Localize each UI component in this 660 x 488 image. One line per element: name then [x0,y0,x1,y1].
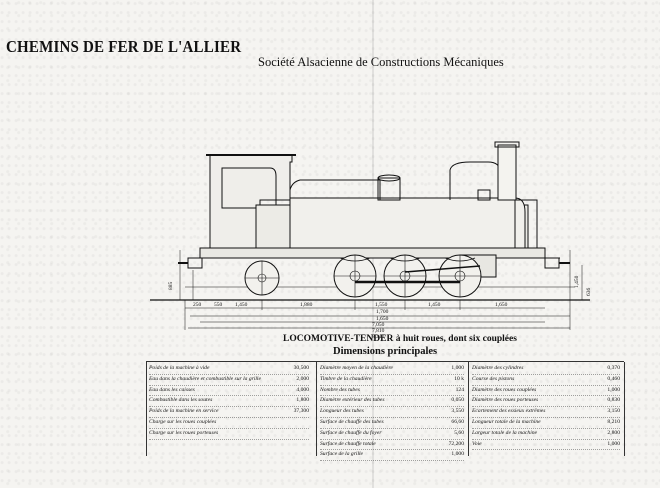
row-label: Surface de la grille [320,451,364,458]
table-row: Poids de la machine en service 37,300 [149,407,309,418]
row-value: 2,000 [296,375,309,382]
dim-label: 1,450 [235,302,248,308]
row-value: 3,150 [607,408,620,415]
dim-label: 1,450 [574,275,580,288]
table-row: Nombre des tubes 124 [320,386,464,397]
row-label: Course des pistons [472,375,515,382]
row-label: Longueur des tubes [320,408,364,415]
table-row: Charge sur les roues couplées [149,418,309,429]
row-label: Ecartement des essieux extrêmes [472,408,546,415]
table-row: Surface de chauffe des tubes 66,60 [320,418,464,429]
row-label: Surface de chauffe des tubes [320,418,384,425]
dimensions-table: Poids de la machine à vide 30,500 Eau dan… [146,361,625,462]
row-value: 10 k [454,375,464,382]
row-label: Poids de la machine à vide [149,365,210,371]
dim-label: 1,880 [300,302,313,308]
row-value: 1,000 [451,365,464,371]
table-row: Surface de chauffe totale 72,200 [320,440,464,451]
row-value: 3,550 [451,408,464,415]
row-value: 37,300 [293,408,309,415]
table-row: Timbre de la chaudière 10 k [320,375,464,386]
table-row: Diamètre des roues porteuses 0,830 [472,396,620,408]
row-value: 124 [455,386,464,393]
table-column-weights: Poids de la machine à vide 30,500 Eau dan… [149,364,309,440]
dim-label: 636 [586,288,592,297]
row-label: Poids de la machine en service [149,408,219,415]
row-value: 30,500 [293,365,309,371]
table-row: Surface de la grille 1,000 [320,450,464,462]
table-row: Voie 1,000 [472,440,620,451]
table-row: Surface de chauffe du foyer 5,60 [320,429,464,440]
table-row: Combustible dans les soutes 1,800 [149,396,309,408]
table-row: Largeur totale de la machine 2,800 [472,429,620,440]
row-value: 0,460 [607,375,620,382]
row-label: Timbre de la chaudière [320,375,372,382]
table-row: Diamètre extérieur des tubes 0,050 [320,396,464,408]
table-row: Diamètre moyen de la chaudière 1,000 [320,364,464,375]
row-label: Diamètre des cylindres [472,365,524,371]
dim-label: 250 [193,302,202,308]
table-column-running-gear: Diamètre des cylindres 0,370 Course des p… [472,364,620,451]
row-label: Longueur totale de la machine [472,418,541,425]
row-value: 72,200 [448,440,464,447]
dim-label: 7,810 [372,328,385,334]
row-value: 0,050 [451,397,464,404]
dim-label: 885 [168,282,174,291]
locomotive-elevation-drawing: 250 550 1,450 1,880 1,550 1,450 1,650 1,… [150,141,592,340]
dim-label: 7,050 [372,322,385,328]
row-value: 0,370 [607,365,620,371]
dim-label: 1,550 [375,302,388,308]
row-label: Surface de chauffe du foyer [320,429,382,436]
row-value: 2,800 [607,429,620,436]
row-value: 1,000 [607,386,620,393]
row-label: Eau dans les caisses [149,386,195,393]
table-row: Diamètre des cylindres 0,370 [472,364,620,375]
table-row: Longueur des tubes 3,550 [320,407,464,418]
row-label: Eau dans la chaudière et combustible sur… [149,375,261,382]
table-divider [468,362,469,456]
table-row: Charge sur les roues porteuses [149,429,309,440]
row-label: Nombre des tubes [320,386,360,393]
table-divider [624,362,625,456]
row-label: Charge sur les roues couplées [149,418,217,425]
dim-label: 1,700 [376,309,389,315]
row-label: Diamètre moyen de la chaudière [320,365,393,371]
railway-title: CHEMINS DE FER DE L'ALLIER [6,38,242,57]
table-divider [146,362,147,456]
row-value: 4,000 [296,386,309,393]
drawing-caption: LOCOMOTIVE-TENDER à huit roues, dont six… [283,334,517,344]
row-value: 66,60 [451,418,464,425]
table-row: Poids de la machine à vide 30,500 [149,364,309,375]
company-name: Société Alsacienne de Constructions Méca… [258,55,504,69]
dim-label: 1,650 [495,302,508,308]
table-row: Eau dans les caisses 4,000 [149,386,309,397]
table-row: Longueur totale de la machine 8,210 [472,418,620,429]
table-row: Ecartement des essieux extrêmes 3,150 [472,407,620,418]
row-value: 0,830 [607,397,620,404]
row-value: 1,000 [451,451,464,458]
table-row: Course des pistons 0,460 [472,375,620,386]
table-divider [316,362,317,456]
row-value: 5,60 [454,429,464,436]
row-label: Charge sur les roues porteuses [149,429,219,436]
dim-label: 8,210 [372,334,385,340]
table-row: Diamètre des roues couplées 1,000 [472,386,620,397]
row-label: Voie [472,440,482,447]
dim-label: 1,650 [376,316,389,322]
row-label: Diamètre extérieur des tubes [320,397,385,404]
table-row: Eau dans la chaudière et combustible sur… [149,375,309,386]
row-value: 1,000 [607,440,620,447]
dimensions-title: Dimensions principales [333,346,438,357]
row-value: 1,800 [296,397,309,404]
row-label: Surface de chauffe totale [320,440,376,447]
row-label: Combustible dans les soutes [149,397,213,404]
dim-label: 550 [214,302,223,308]
row-label: Largeur totale de la machine [472,429,538,436]
row-label: Diamètre des roues porteuses [472,397,539,404]
table-column-boiler: Diamètre moyen de la chaudière 1,000 Timb… [320,364,464,462]
row-value: 8,210 [607,418,620,425]
dim-label: 1,450 [428,302,441,308]
row-label: Diamètre des roues couplées [472,386,537,393]
